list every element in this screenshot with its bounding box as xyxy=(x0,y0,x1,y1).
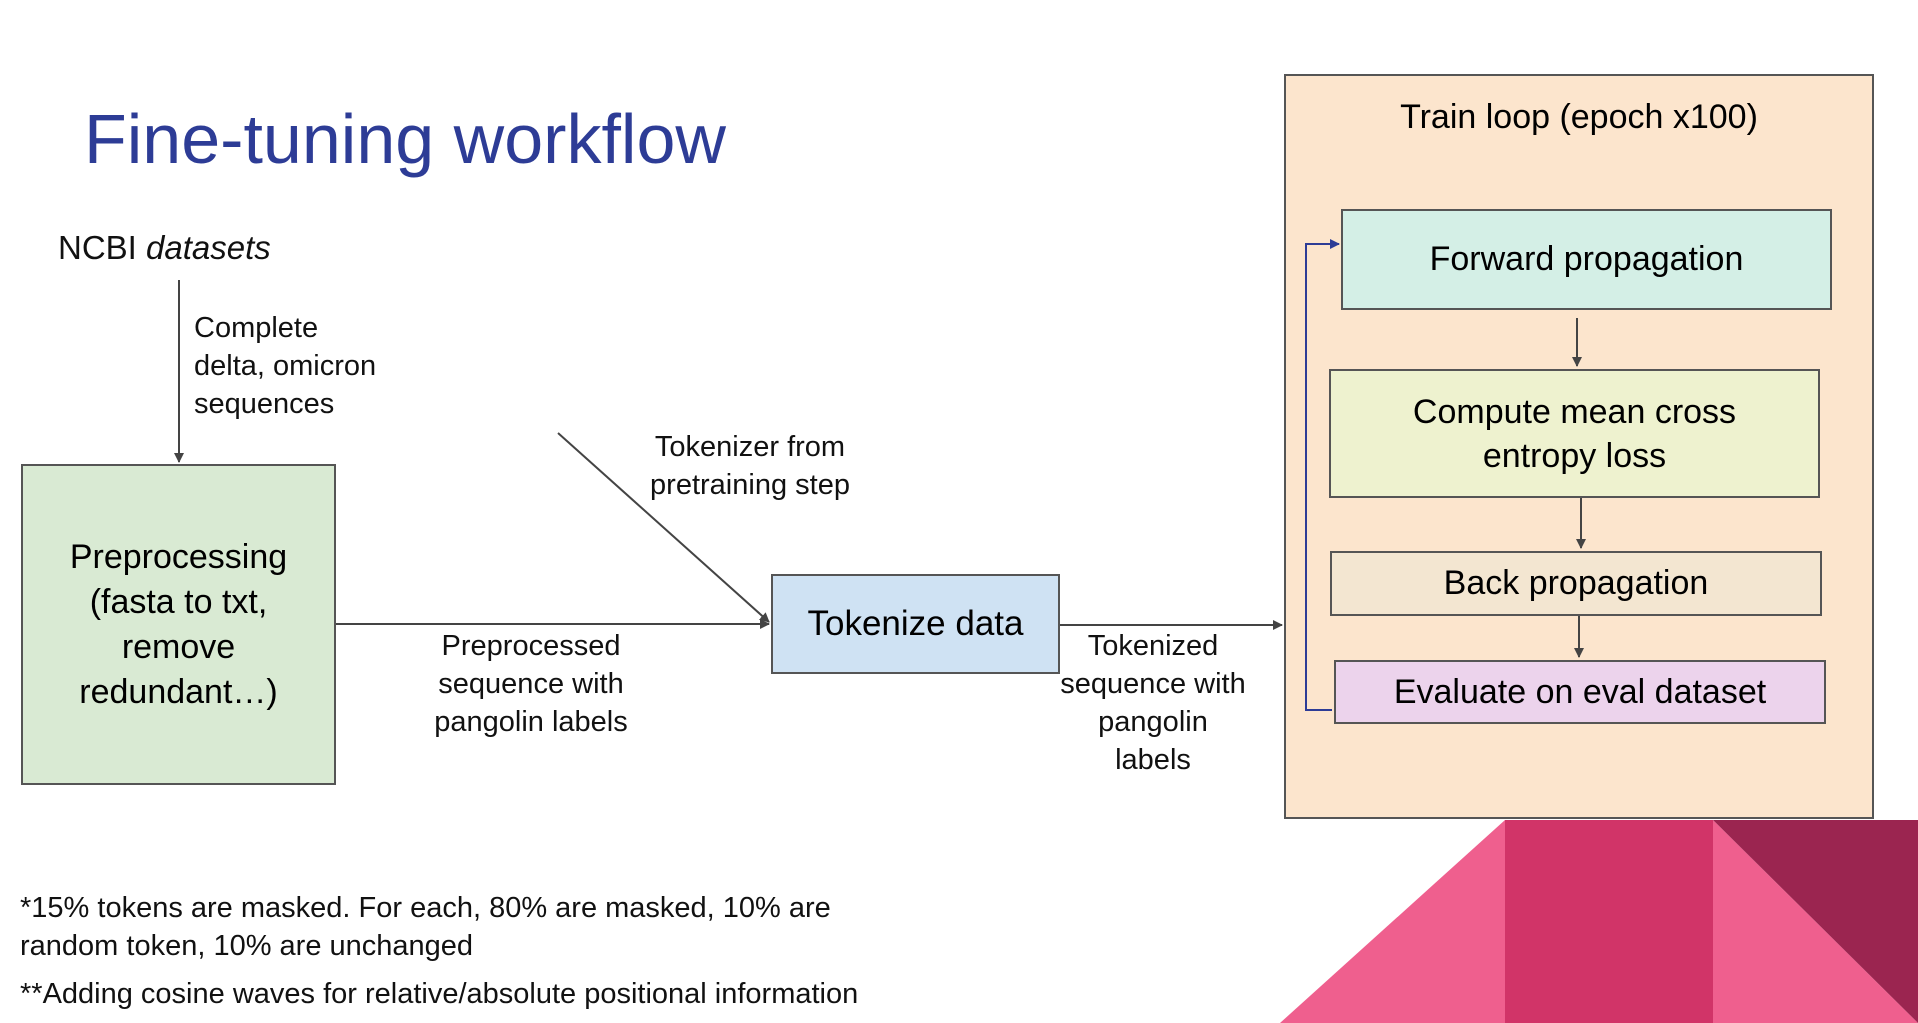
back-propagation-step: Back propagation xyxy=(1330,551,1822,616)
decor-maroon-right xyxy=(1713,820,1918,1023)
back-label: Back propagation xyxy=(1443,564,1709,602)
preprocessing-line: remove xyxy=(121,627,236,666)
footnote-masking: *15% tokens are masked. For each, 80% ar… xyxy=(20,889,831,965)
preprocessing-line: Preprocessing xyxy=(69,537,288,576)
edge-label-line: pangolin labels xyxy=(434,706,628,738)
loss-line: Compute mean cross xyxy=(1412,392,1737,431)
edge-label-tokenized: Tokenized sequence with pangolin labels xyxy=(1042,627,1264,779)
edge-label-line: sequence with xyxy=(1060,668,1246,700)
source-italic: datasets xyxy=(146,229,271,266)
edge-label-tokenizer: Tokenizer from pretraining step xyxy=(600,428,900,504)
edge-label-line: sequences xyxy=(194,388,335,420)
edge-label-complete-sequences: Complete delta, omicron sequences xyxy=(194,309,376,423)
loss-line: entropy loss xyxy=(1482,436,1667,475)
edge-label-line: pretraining step xyxy=(650,469,850,501)
footnote-line: *15% tokens are masked. For each, 80% ar… xyxy=(20,892,831,924)
corner-decoration xyxy=(1280,820,1918,1023)
decor-pink-left xyxy=(1280,820,1505,1023)
edge-label-preprocessed: Preprocessed sequence with pangolin labe… xyxy=(400,627,662,741)
evaluate-step: Evaluate on eval dataset xyxy=(1334,660,1826,724)
evaluate-label: Evaluate on eval dataset xyxy=(1393,672,1767,711)
footnote-positional: **Adding cosine waves for relative/absol… xyxy=(20,978,859,1010)
edge-label-line: labels xyxy=(1115,744,1191,776)
preprocessing-node: Preprocessing (fasta to txt, remove redu… xyxy=(21,464,336,785)
train-loop-title: Train loop (epoch x100) xyxy=(1400,98,1758,136)
loop-back-arrow xyxy=(1305,239,1340,711)
footnote-line: random token, 10% are unchanged xyxy=(20,930,474,962)
edge-label-line: sequence with xyxy=(438,668,624,700)
arrow-tokenizer-to-tokenize xyxy=(557,432,770,623)
decor-crimson-center xyxy=(1505,820,1713,1023)
tokenize-node: Tokenize data xyxy=(771,574,1060,674)
edge-label-line: Complete xyxy=(194,312,319,344)
forward-label: Forward propagation xyxy=(1429,240,1744,278)
tokenize-label: Tokenize data xyxy=(807,604,1024,643)
edge-label-line: Preprocessed xyxy=(441,630,621,662)
forward-propagation-step: Forward propagation xyxy=(1341,209,1832,310)
edge-label-line: pangolin xyxy=(1098,706,1208,738)
source-prefix: NCBI xyxy=(58,229,147,266)
page-title: Fine-tuning workflow xyxy=(84,100,726,178)
compute-loss-step: Compute mean cross entropy loss xyxy=(1329,369,1820,498)
source-label: NCBI datasets xyxy=(58,226,271,270)
edge-label-line: delta, omicron xyxy=(194,350,377,382)
edge-label-line: Tokenizer from xyxy=(654,431,846,463)
preprocessing-line: (fasta to txt, xyxy=(89,582,268,621)
edge-label-line: Tokenized xyxy=(1087,630,1219,662)
preprocessing-line: redundant…) xyxy=(79,672,278,711)
